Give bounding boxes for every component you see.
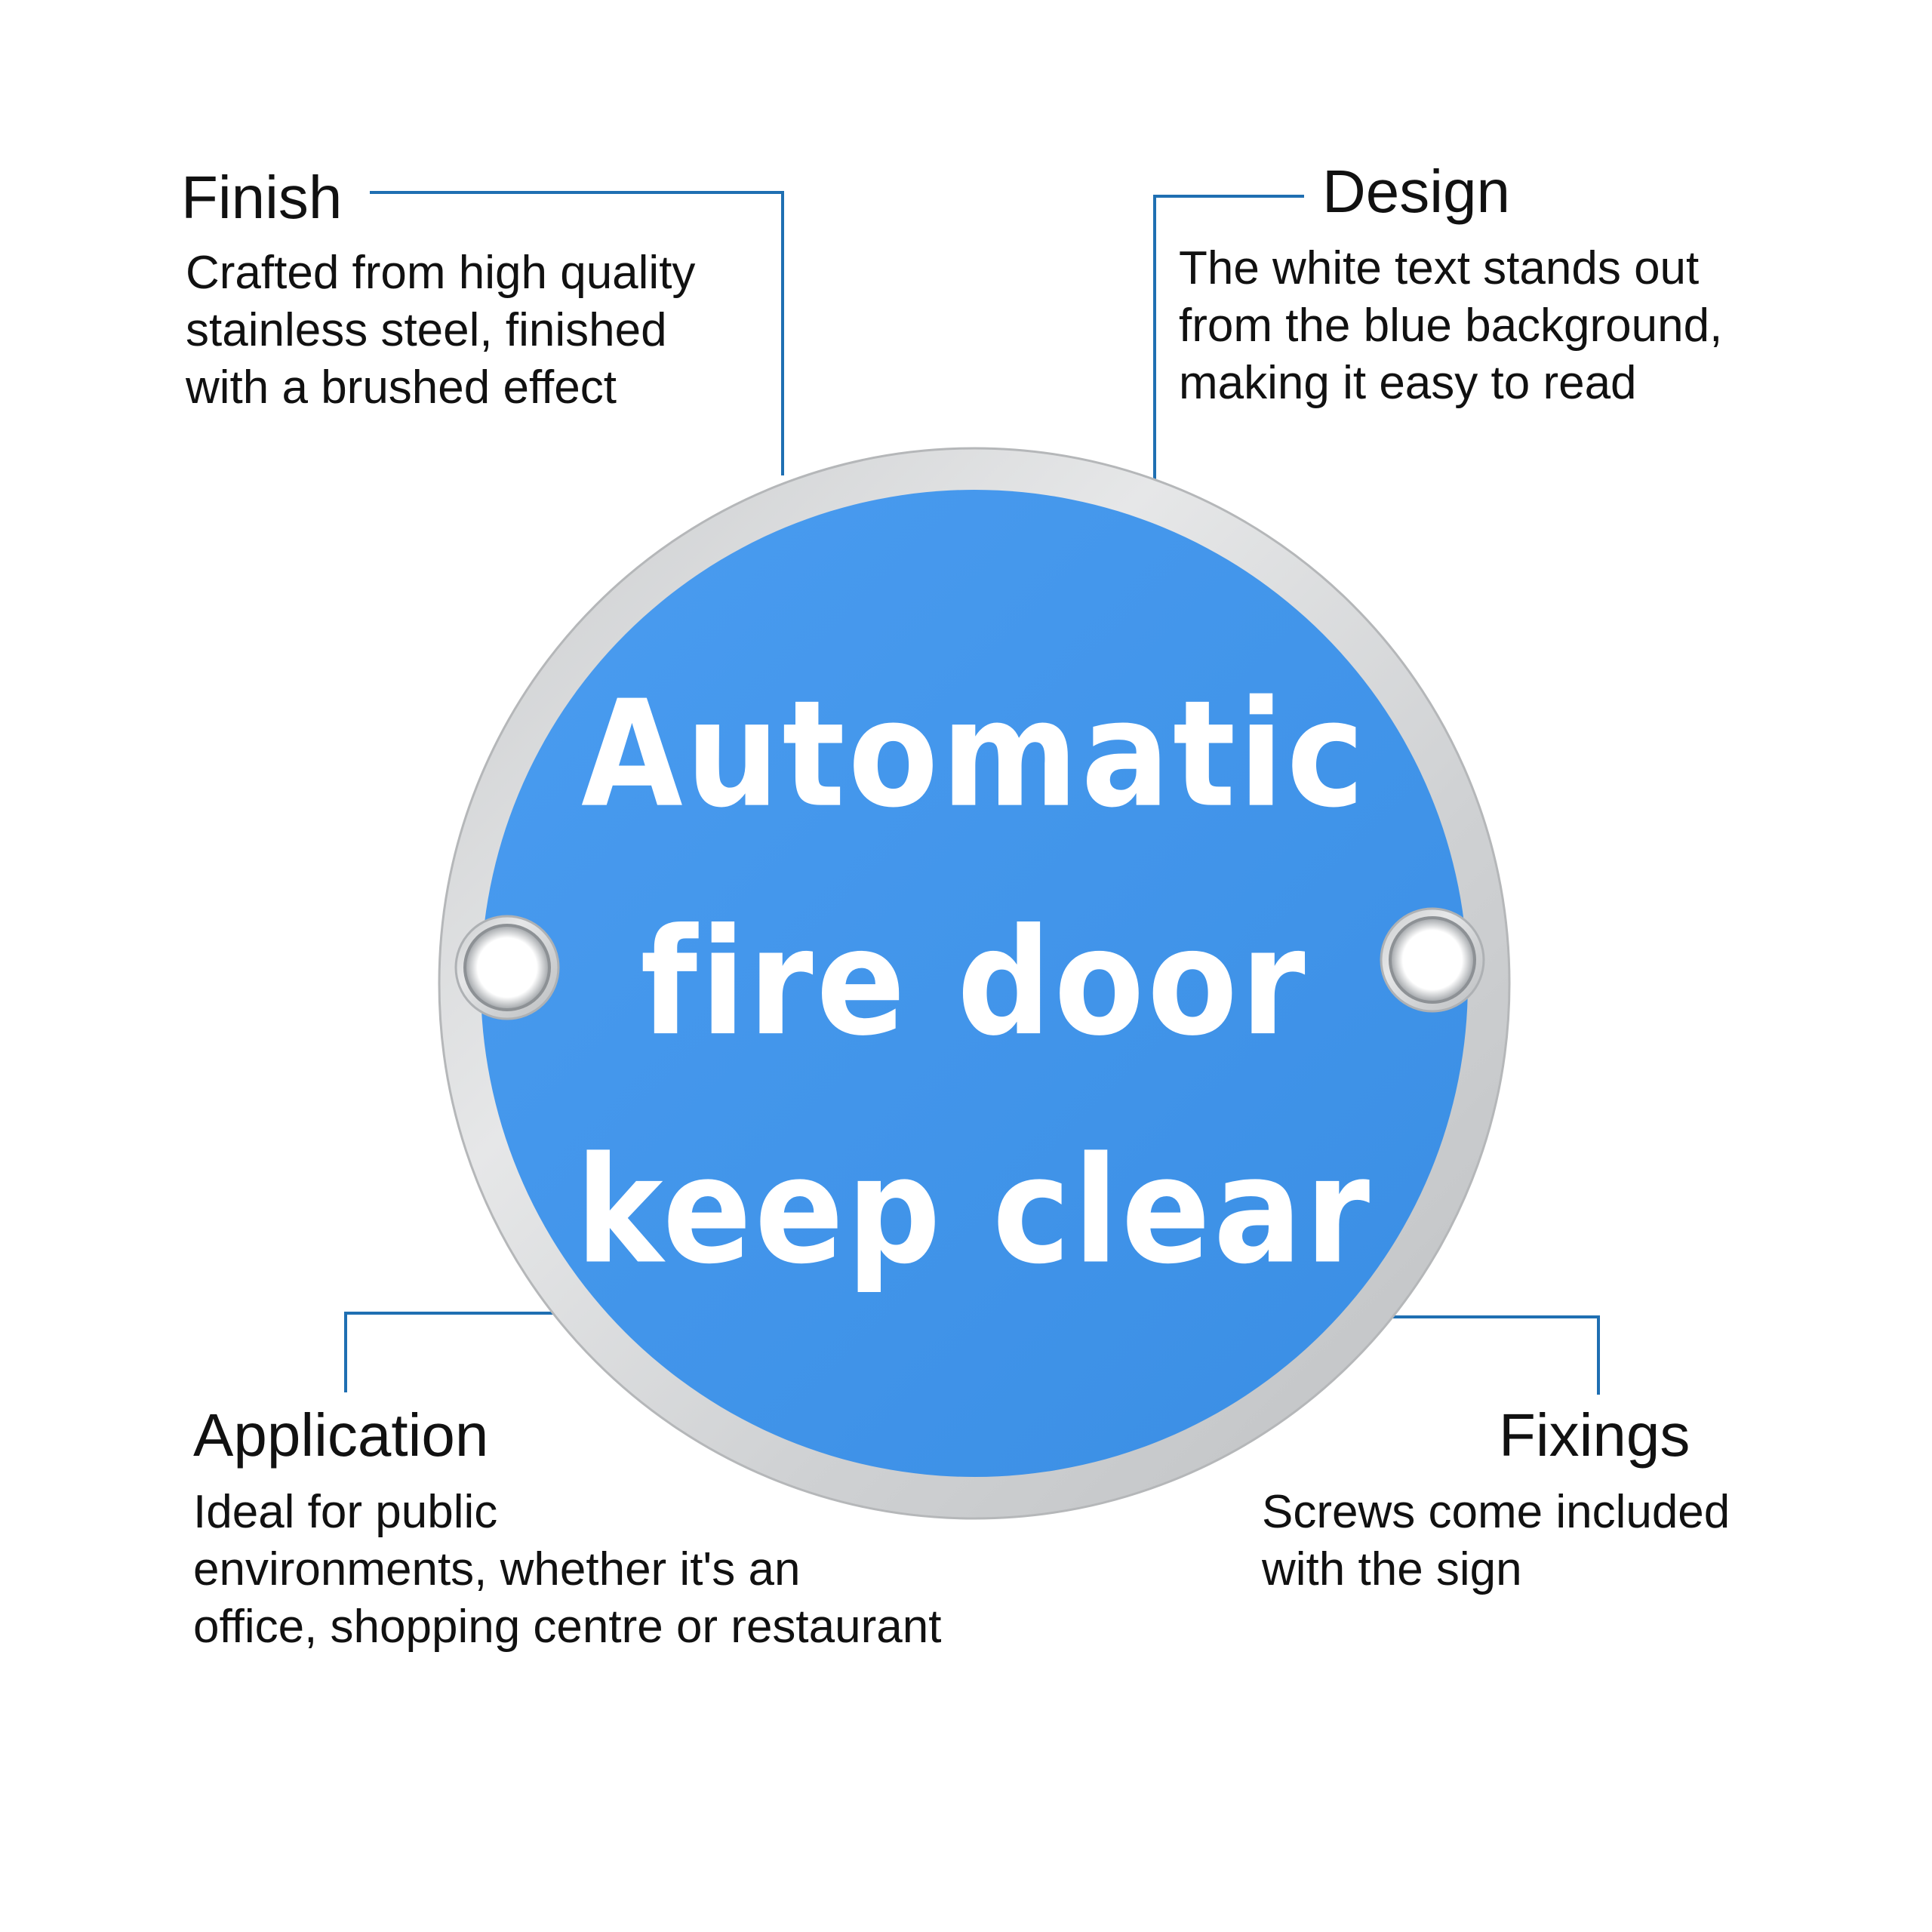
finish-text-line: Crafted from high quality [186, 247, 696, 299]
design-text-line: from the blue background, [1179, 300, 1723, 352]
application-text-line: office, shopping centre or restaurant [193, 1601, 942, 1653]
application-callout: Application Ideal for public environment… [193, 1405, 941, 1656]
sign-line: keep clear [575, 1125, 1374, 1297]
fire-door-sign: Automatic fire door keep clear [438, 447, 1511, 1520]
fixings-text-line: Screws come included [1262, 1486, 1730, 1538]
right-screw-hole-icon [1380, 907, 1485, 1013]
design-title: Design [1322, 158, 1511, 225]
finish-callout: Finish Crafted from high quality stainle… [181, 168, 695, 417]
fixings-title: Fixings [1499, 1401, 1690, 1469]
sign-line: fire door [640, 897, 1309, 1069]
application-text-line: Ideal for public [193, 1486, 498, 1538]
design-callout: Design The white text stands out from th… [1179, 162, 1722, 412]
design-text-line: The white text stands out [1179, 242, 1700, 294]
sign-message: Automatic fire door keep clear [438, 383, 1511, 1585]
finish-text-line: with a brushed effect [186, 361, 617, 414]
blue-face [481, 490, 1468, 1477]
fixings-callout: Fixings Screws come included with the si… [1262, 1405, 1730, 1598]
application-text-line: environments, whether it's an [193, 1543, 801, 1595]
finish-text-line: stainless steel, finished [186, 304, 667, 356]
finish-title: Finish [181, 164, 343, 231]
application-title: Application [193, 1401, 489, 1469]
sign-plate-graphic [438, 447, 1511, 1520]
left-screw-hole-icon [454, 915, 560, 1020]
design-text-line: making it easy to read [1179, 357, 1637, 409]
sign-line: Automatic [581, 669, 1367, 841]
fixings-text-line: with the sign [1262, 1543, 1522, 1595]
